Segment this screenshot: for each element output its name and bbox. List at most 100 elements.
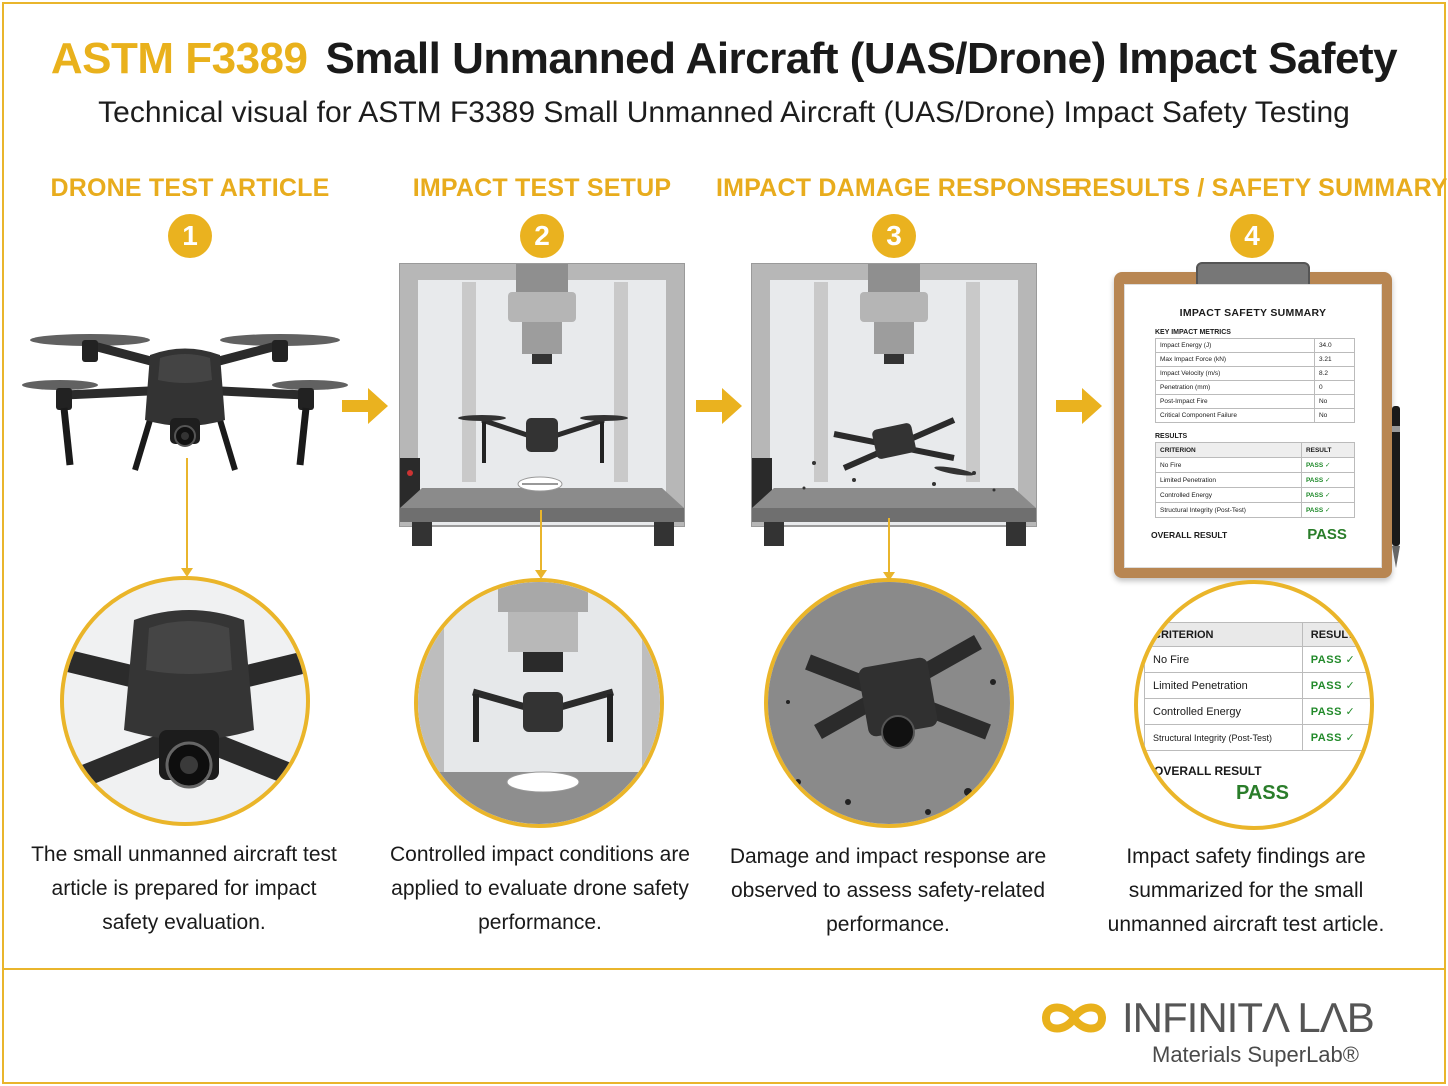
connector-2 [540, 510, 542, 572]
overall-value: PASS [1307, 526, 1347, 543]
step-1-title: DRONE TEST ARTICLE [50, 174, 330, 202]
drone-closeup [60, 576, 310, 826]
criterion-header: CRITERION [1155, 442, 1302, 458]
pen-icon [1392, 406, 1400, 568]
step-4-title: RESULTS / SAFETY SUMMARY [1074, 174, 1448, 202]
metric-label: Impact Velocity (m/s) [1155, 366, 1315, 381]
connector-3-head [883, 572, 895, 581]
metric-label: Critical Component Failure [1155, 408, 1315, 423]
result-header: RESULT [1300, 442, 1356, 458]
connector-2-head [535, 570, 547, 579]
overall-label-large: OVERALL RESULT [1154, 764, 1262, 778]
impact-test-rig [399, 263, 685, 546]
result-cell: PASS ✓ [1301, 724, 1370, 751]
step-2-title: IMPACT TEST SETUP [412, 174, 672, 202]
overall-value-large: PASS [1236, 782, 1289, 804]
table-row: Structural Integrity (Post-Test)PASS ✓ [1155, 502, 1356, 518]
brand-logo: INFINITΛ LΛB [1040, 994, 1375, 1042]
step-3-description: Damage and impact response are observed … [729, 845, 1047, 936]
summary-sheet: IMPACT SAFETY SUMMARY KEY IMPACT METRICS… [1124, 284, 1382, 568]
page-subtitle: Technical visual for ASTM F3389 Small Un… [98, 96, 1350, 129]
brand-tagline: Materials SuperLab® [1152, 1042, 1359, 1067]
overall-result-small: OVERALL RESULT PASS [1151, 526, 1381, 543]
connector-1-head [181, 568, 193, 577]
criterion-header: CRITERION [1144, 622, 1303, 647]
overall-label: OVERALL RESULT [1151, 529, 1228, 540]
result-cell: PASS ✓ [1300, 487, 1356, 503]
metric-value: 3.21 [1313, 352, 1356, 367]
arrow-1-to-2 [342, 388, 388, 424]
metric-label: Post-Impact Fire [1155, 394, 1315, 409]
step-1-badge: 1 [168, 214, 212, 258]
metric-value: No [1313, 394, 1356, 409]
table-row: Penetration (mm)0 [1155, 380, 1356, 395]
results-clipboard: IMPACT SAFETY SUMMARY KEY IMPACT METRICS… [1114, 262, 1392, 578]
connector-3 [888, 518, 890, 574]
table-row: Structural Integrity (Post-Test)PASS ✓ [1144, 724, 1370, 751]
result-cell: PASS ✓ [1301, 672, 1370, 699]
drone-illustration [22, 334, 348, 471]
result-cell: PASS ✓ [1300, 457, 1356, 473]
table-row: Impact Velocity (m/s)8.2 [1155, 366, 1356, 381]
metric-value: 8.2 [1313, 366, 1356, 381]
test-setup-closeup-illustration [418, 582, 660, 824]
step-3-badge: 3 [872, 214, 916, 258]
step-4-description: Impact safety findings are summarized fo… [1107, 845, 1385, 936]
table-row: Impact Energy (J)34.0 [1155, 338, 1356, 353]
metric-value: No [1313, 408, 1356, 423]
criterion-cell: Limited Penetration [1155, 472, 1302, 488]
infinity-icon [1041, 1003, 1107, 1033]
criterion-cell: Limited Penetration [1144, 672, 1303, 699]
criterion-cell: Controlled Energy [1144, 698, 1303, 725]
criterion-cell: Controlled Energy [1155, 487, 1302, 503]
result-cell: PASS ✓ [1301, 646, 1370, 673]
step-3-title: IMPACT DAMAGE RESPONSE [716, 174, 1079, 202]
title-accent: ASTM F3389 [50, 34, 308, 83]
result-cell: PASS ✓ [1300, 502, 1356, 518]
impact-damage-rig [751, 263, 1037, 546]
criterion-cell: Structural Integrity (Post-Test) [1155, 502, 1302, 518]
metric-value: 34.0 [1313, 338, 1356, 353]
result-cell: PASS ✓ [1300, 472, 1356, 488]
drone-closeup-illustration [64, 610, 306, 791]
arrow-3-to-4 [1056, 388, 1102, 424]
step-4-badge: 4 [1230, 214, 1274, 258]
step-2-description: Controlled impact conditions are applied… [390, 843, 690, 934]
test-setup-closeup [414, 578, 664, 828]
footer-divider [4, 968, 1444, 970]
damage-closeup-illustration [768, 582, 1010, 824]
metric-label: Max Impact Force (kN) [1155, 352, 1315, 367]
title-main: Small Unmanned Aircraft (UAS/Drone) Impa… [325, 34, 1398, 83]
table-row: Max Impact Force (kN)3.21 [1155, 352, 1356, 367]
step-1-description: The small unmanned aircraft test article… [31, 843, 337, 934]
damage-closeup [764, 578, 1014, 828]
brand-name: INFINITΛ LΛB [1122, 994, 1375, 1041]
criterion-cell: Structural Integrity (Post-Test) [1144, 724, 1303, 751]
metric-label: Penetration (mm) [1155, 380, 1315, 395]
summary-title: IMPACT SAFETY SUMMARY [1179, 307, 1327, 319]
metrics-heading: KEY IMPACT METRICS [1155, 329, 1231, 336]
metric-label: Impact Energy (J) [1155, 338, 1315, 353]
metrics-table: Impact Energy (J)34.0 Max Impact Force (… [1155, 338, 1356, 423]
criterion-cell: No Fire [1155, 457, 1302, 473]
arrow-2-to-3 [696, 388, 742, 424]
result-cell: PASS ✓ [1301, 698, 1370, 725]
criterion-cell: No Fire [1144, 646, 1303, 673]
metric-value: 0 [1313, 380, 1356, 395]
step-2-badge: 2 [520, 214, 564, 258]
connector-1 [186, 458, 188, 570]
